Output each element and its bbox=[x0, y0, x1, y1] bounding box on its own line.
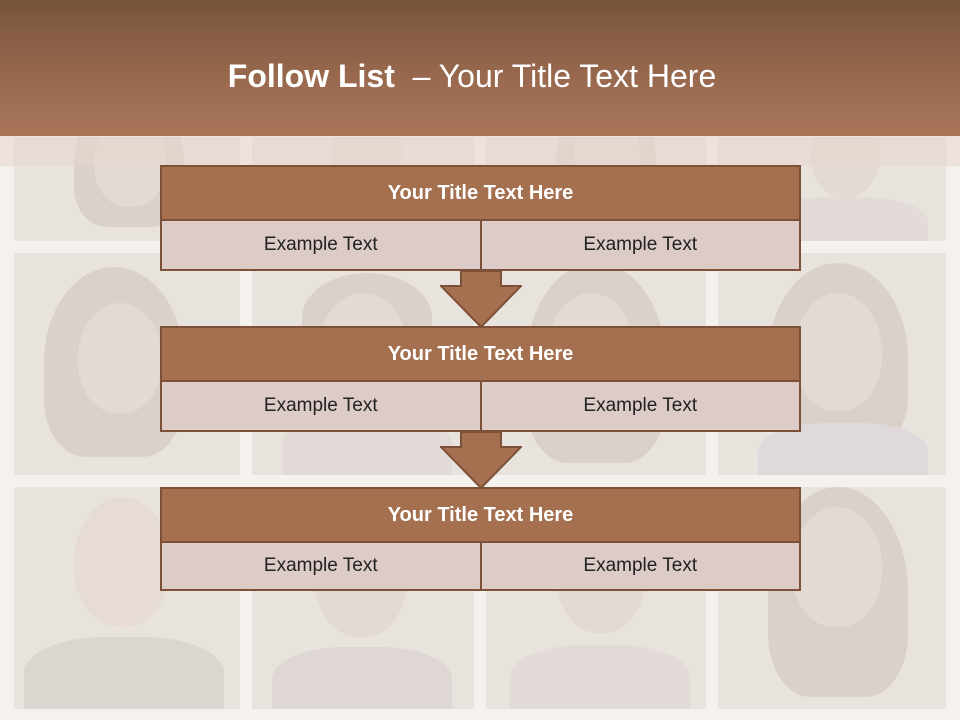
down-arrow-icon bbox=[440, 431, 522, 489]
slide-title: Follow List – Your Title Text Here bbox=[0, 52, 944, 100]
slide-title-bold: Follow List bbox=[227, 58, 395, 94]
step-left-text: Example Text bbox=[160, 221, 482, 271]
step-right-text: Example Text bbox=[481, 221, 801, 271]
step-right-text: Example Text bbox=[481, 382, 801, 432]
down-arrow-icon bbox=[440, 270, 522, 328]
step-title: Your Title Text Here bbox=[160, 487, 801, 543]
slide-title-rest: – Your Title Text Here bbox=[394, 58, 717, 94]
step-title: Your Title Text Here bbox=[160, 326, 801, 382]
header-translucent-strip bbox=[0, 136, 960, 166]
step-block-3: Your Title Text Here Example Text Exampl… bbox=[160, 487, 801, 591]
step-left-text: Example Text bbox=[160, 543, 482, 591]
step-title: Your Title Text Here bbox=[160, 165, 801, 221]
step-right-text: Example Text bbox=[481, 543, 801, 591]
step-block-2: Your Title Text Here Example Text Exampl… bbox=[160, 326, 801, 432]
step-block-1: Your Title Text Here Example Text Exampl… bbox=[160, 165, 801, 271]
step-left-text: Example Text bbox=[160, 382, 482, 432]
header-band bbox=[0, 0, 960, 136]
